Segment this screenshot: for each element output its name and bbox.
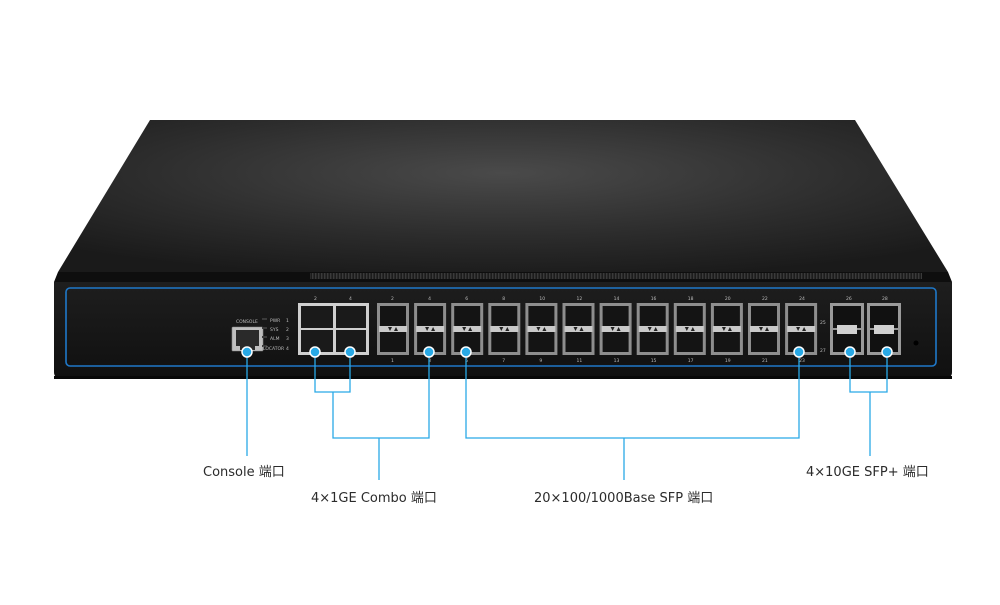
sfp-cage (525, 303, 558, 355)
combo-ports: 2 4 (298, 296, 369, 355)
status-leds: PWR SYS ALM LOCATOR 1 2 3 4 (262, 318, 289, 352)
sfp-bottom-number: 19 (725, 358, 731, 364)
tengig-number-26: 26 (846, 296, 852, 302)
sfp-bottom-number: 15 (651, 358, 657, 364)
sfp-bottom-number: 5 (465, 358, 468, 364)
tengig-port-callout: 4×10GE SFP+ 端口 (806, 465, 929, 480)
accent-outline (65, 287, 937, 367)
combo-dot-3 (423, 346, 435, 358)
callout-lines (246, 352, 888, 480)
sfp-cage (636, 303, 669, 355)
sfp-bottom-number: 9 (539, 358, 542, 364)
sfp-bottom-number: 17 (688, 358, 694, 364)
led-number-3: 3 (286, 336, 289, 342)
sfp-top-number: 18 (688, 296, 694, 302)
sfp-cage (562, 303, 595, 355)
led-number-2: 2 (286, 327, 289, 333)
sfp-bottom-number: 7 (502, 358, 505, 364)
sfp-cage (599, 303, 632, 355)
tengig-bracket (849, 352, 888, 393)
led-locator-label: LOCATOR (263, 346, 284, 352)
console-port-label: CONSOLE (236, 319, 258, 325)
sfp-ports (377, 303, 818, 355)
chassis-top (58, 120, 948, 272)
led-sys-label: SYS (270, 327, 279, 333)
tengig-number-27: 27 (820, 348, 826, 354)
sfp-cage (451, 303, 484, 355)
tengig-dot-2 (881, 346, 893, 358)
combo-bracket-outer (332, 352, 430, 439)
combo-dot-1 (309, 346, 321, 358)
led-pwr-label: PWR (270, 318, 280, 324)
console-port-callout: Console 端口 (203, 465, 285, 480)
sfp-top-number: 2 (391, 296, 394, 302)
tengig-number-25: 25 (820, 320, 826, 326)
led-number-1: 1 (286, 318, 289, 324)
sfp-bracket (465, 352, 800, 439)
sfp-cage (414, 303, 447, 355)
combo-number-2: 2 (314, 296, 317, 302)
sfp-top-number: 4 (428, 296, 431, 302)
console-dot (241, 346, 253, 358)
tengig-dot-1 (844, 346, 856, 358)
sfp-bottom-number: 21 (762, 358, 768, 364)
sfp-cage (710, 303, 743, 355)
sfp-top-number: 6 (465, 296, 468, 302)
sfp-cage (377, 303, 409, 355)
led-alm-label: ALM (270, 336, 280, 342)
led-number-4: 4 (286, 346, 289, 352)
tengig-number-28: 28 (882, 296, 888, 302)
sfp-cage (748, 303, 780, 355)
sfp-bottom-number: 23 (799, 358, 805, 364)
sfp-cage (673, 303, 706, 355)
sfp-bottom-number: 13 (614, 358, 620, 364)
combo-dot-2 (344, 346, 356, 358)
sfp-top-number: 24 (799, 296, 805, 302)
sfp-bottom-number: 11 (577, 358, 583, 364)
sfp-bottom-number: 1 (391, 358, 394, 364)
tengig-ports: 26 28 25 27 (820, 296, 901, 355)
sfp-cage (785, 303, 818, 355)
sfp-port-callout: 20×100/1000Base SFP 端口 (534, 491, 714, 506)
sfp-dot-first (460, 346, 472, 358)
sfp-top-number: 22 (762, 296, 768, 302)
sfp-top-number: 16 (651, 296, 657, 302)
sfp-cage (488, 303, 521, 355)
sfp-top-number: 8 (502, 296, 505, 302)
sfp-top-number: 12 (577, 296, 583, 302)
combo-number-4: 4 (349, 296, 352, 302)
callout-dots (241, 346, 893, 358)
front-bottom-edge (54, 376, 952, 379)
sfp-top-number: 14 (614, 296, 620, 302)
reset-hole (913, 340, 919, 346)
sfp-top-number: 20 (725, 296, 731, 302)
vent-strip (310, 273, 922, 279)
sfp-top-number: 10 (539, 296, 545, 302)
combo-port-callout: 4×1GE Combo 端口 (311, 491, 437, 506)
sfp-dot-last (793, 346, 805, 358)
